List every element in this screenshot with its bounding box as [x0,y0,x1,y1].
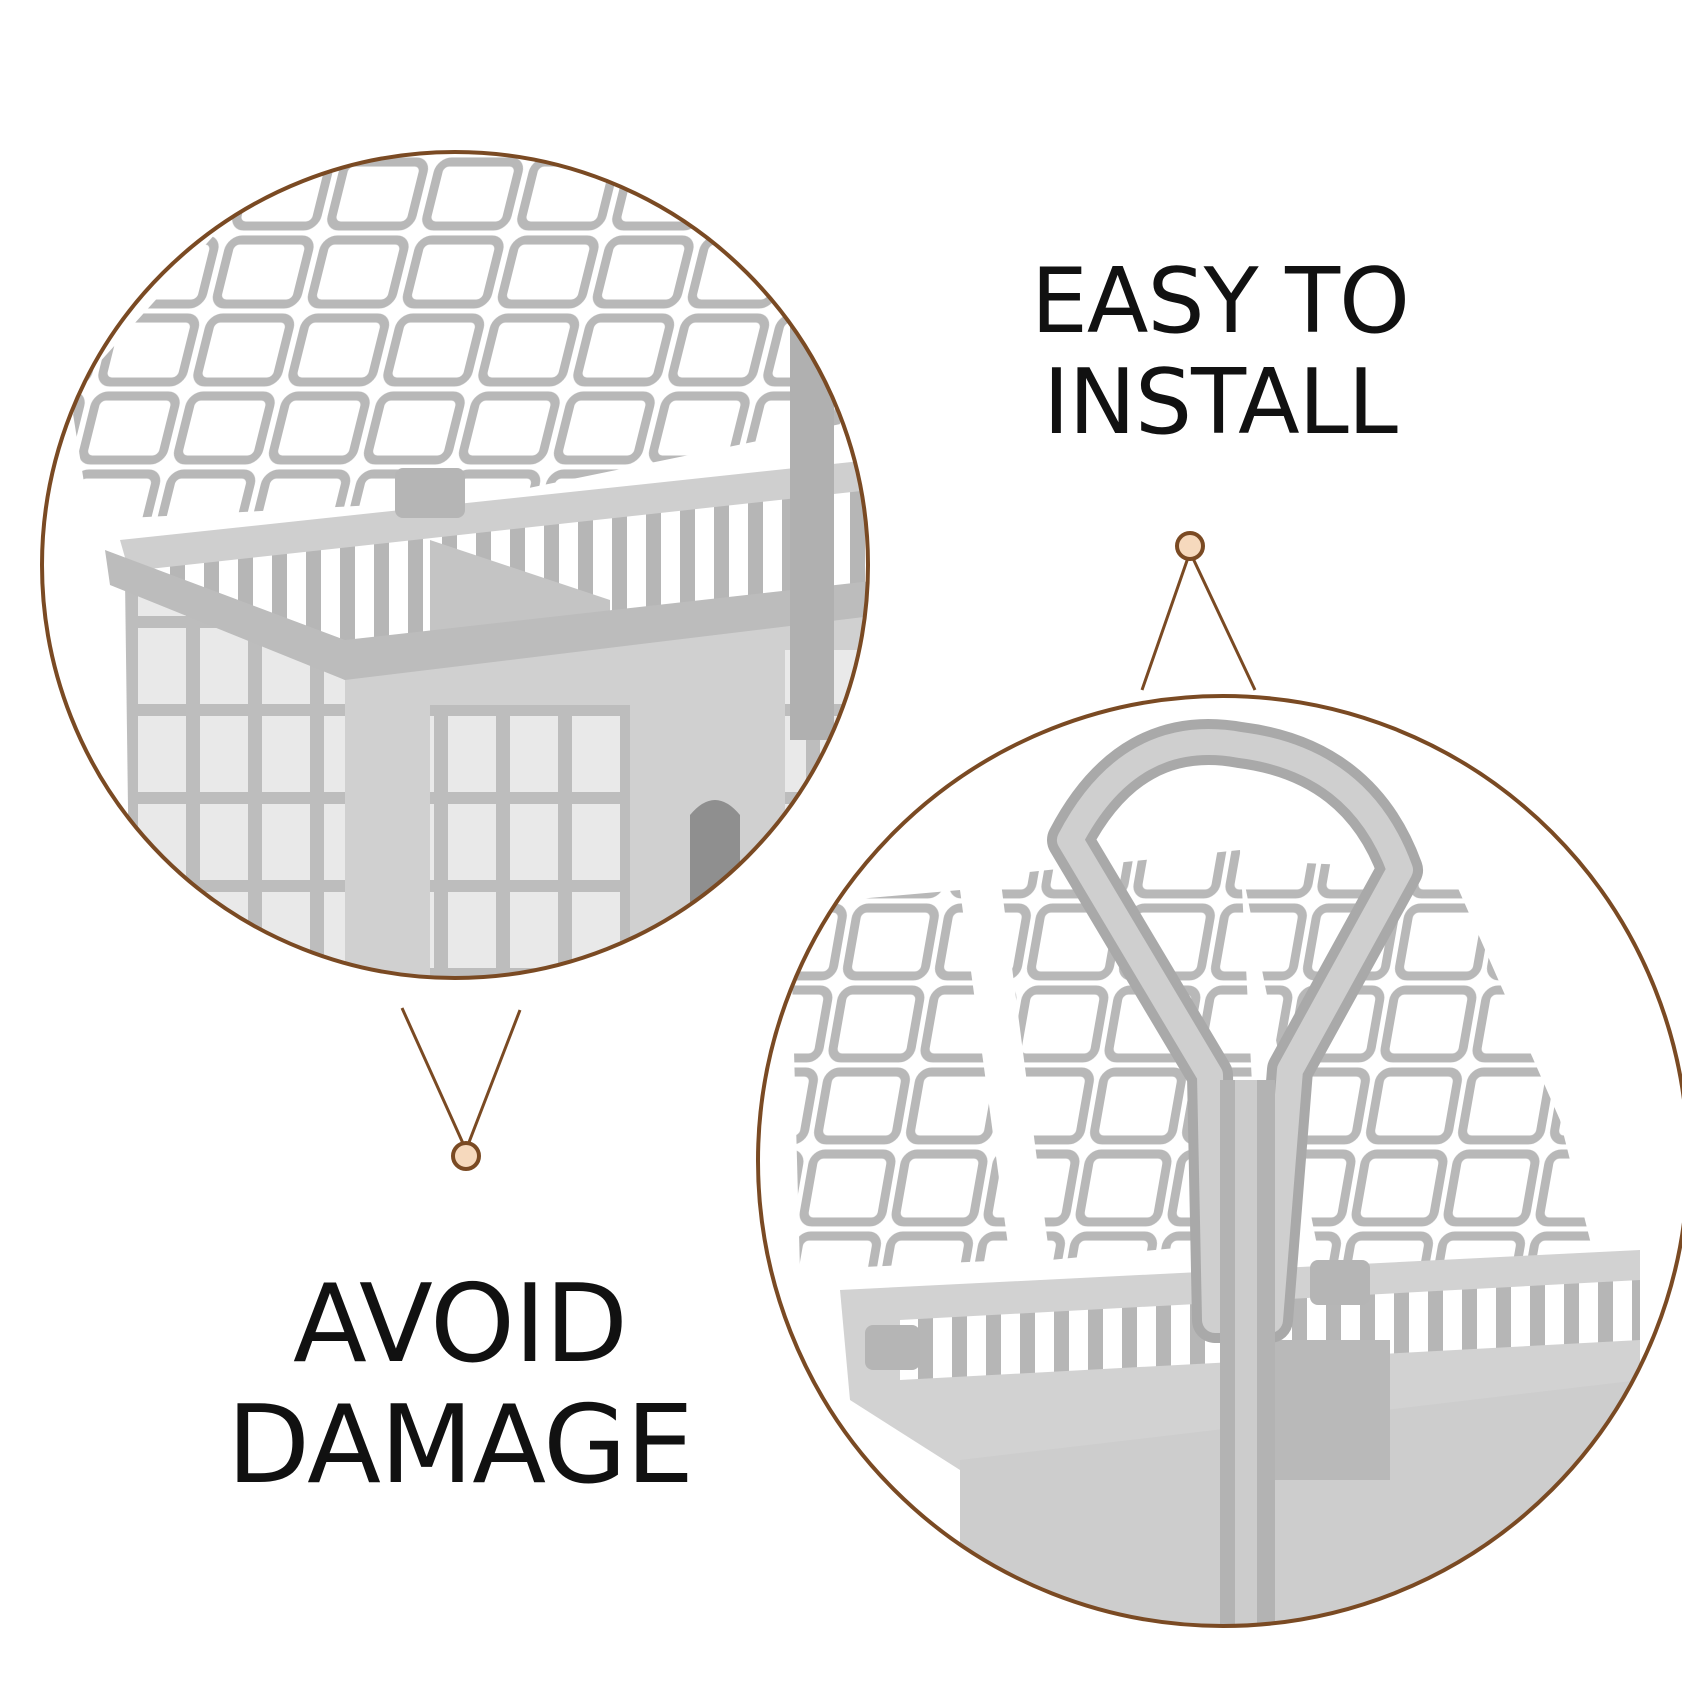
install-connector [1140,531,1257,691]
basket-handle [1047,719,1423,1626]
avoid-damage-line2: DAMAGE [226,1382,694,1508]
left-photo [42,152,868,978]
easy-to-install-line2: INSTALL [1043,349,1398,455]
easy-to-install-line1: EASY TO [1031,249,1410,354]
avoid-damage-line1: AVOID [293,1262,628,1387]
install-dot [1175,531,1205,561]
left-circle-frame [40,150,870,980]
right-circle-frame [756,694,1682,1628]
damage-dot [451,1141,481,1171]
easy-to-install-caption: EASY TO INSTALL [1010,249,1430,455]
avoid-damage-caption: AVOID DAMAGE [200,1262,720,1508]
lid-grid [70,152,868,520]
lid-grid-right [790,890,1010,1270]
damage-connector [400,1007,522,1171]
